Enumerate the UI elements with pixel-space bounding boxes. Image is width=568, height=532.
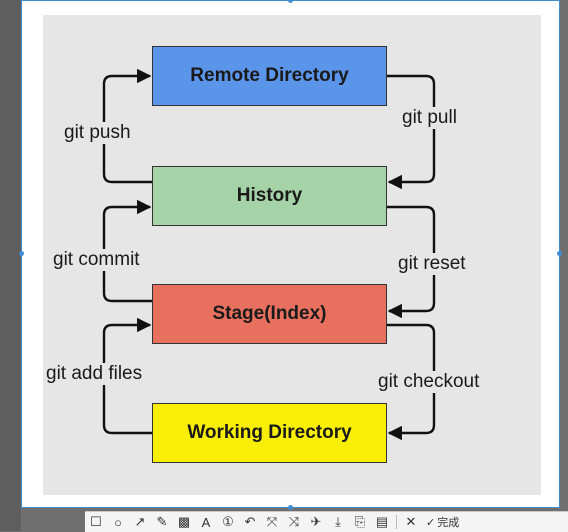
- close-button[interactable]: ✕: [400, 513, 422, 531]
- working-directory-box: Working Directory: [152, 403, 387, 463]
- done-button[interactable]: ✓ 完成: [422, 513, 463, 531]
- number-tool-button[interactable]: ①: [217, 513, 239, 531]
- resize-handle-right[interactable]: [557, 251, 562, 256]
- download-icon: ⤓: [335, 514, 341, 529]
- undo-icon: ↶: [244, 514, 256, 529]
- done-label: 完成: [437, 517, 460, 529]
- number-icon: ①: [222, 514, 234, 529]
- resize-handle-top[interactable]: [288, 0, 293, 3]
- sticky-icon: ✈: [310, 514, 322, 529]
- pin-tool-button[interactable]: ⤧: [261, 513, 283, 531]
- resize-handle-bottom[interactable]: [288, 505, 293, 510]
- arrow-tool-button[interactable]: ↗: [129, 513, 151, 531]
- git-pull-arrow: [387, 74, 436, 190]
- git-pull-label: git pull: [400, 107, 459, 129]
- share-tool-button[interactable]: ⤨: [283, 513, 305, 531]
- stage-index-box: Stage(Index): [152, 284, 387, 344]
- text-icon: A: [201, 514, 211, 530]
- remote-directory-label: Remote Directory: [190, 65, 349, 86]
- undo-tool-button[interactable]: ↶: [239, 513, 261, 531]
- rectangle-icon: ☐: [90, 514, 102, 529]
- pin-icon: ⤧: [266, 514, 278, 529]
- save-icon: ▤: [375, 514, 389, 529]
- download-tool-button[interactable]: ⤓: [327, 513, 349, 531]
- save-tool-button[interactable]: ▤: [371, 513, 393, 531]
- background-strip: [0, 0, 21, 531]
- stage-index-label: Stage(Index): [212, 303, 327, 324]
- git-push-label: git push: [62, 122, 133, 144]
- share-icon: ⤨: [288, 514, 300, 529]
- history-box: History: [152, 166, 387, 226]
- mosaic-icon: ▩: [177, 514, 191, 529]
- resize-handle-left[interactable]: [19, 251, 24, 256]
- check-icon: ✓: [426, 516, 436, 529]
- git-commit-label: git commit: [51, 249, 142, 271]
- pen-tool-button[interactable]: ✎: [151, 513, 173, 531]
- mosaic-tool-button[interactable]: ▩: [173, 513, 195, 531]
- remote-directory-box: Remote Directory: [152, 46, 387, 106]
- git-reset-label: git reset: [396, 253, 468, 275]
- copy-tool-button[interactable]: ⎘: [349, 513, 371, 531]
- sticky-tool-button[interactable]: ✈: [305, 513, 327, 531]
- text-tool-button[interactable]: A: [195, 513, 217, 531]
- ellipse-icon: ○: [114, 514, 122, 530]
- ellipse-tool-button[interactable]: ○: [107, 513, 129, 531]
- working-directory-label: Working Directory: [187, 422, 352, 443]
- screenshot-selection-frame: Remote Directory History Stage(Index) Wo…: [19, 0, 562, 510]
- history-label: History: [236, 185, 303, 206]
- toolbar-separator: [396, 515, 397, 529]
- git-add-files-label: git add files: [44, 363, 145, 385]
- rectangle-tool-button[interactable]: ☐: [85, 513, 107, 531]
- pen-icon: ✎: [156, 514, 168, 529]
- copy-icon: ⎘: [354, 514, 366, 529]
- close-icon: ✕: [405, 514, 417, 529]
- arrow-icon: ↗: [134, 514, 146, 529]
- git-checkout-label: git checkout: [376, 371, 482, 393]
